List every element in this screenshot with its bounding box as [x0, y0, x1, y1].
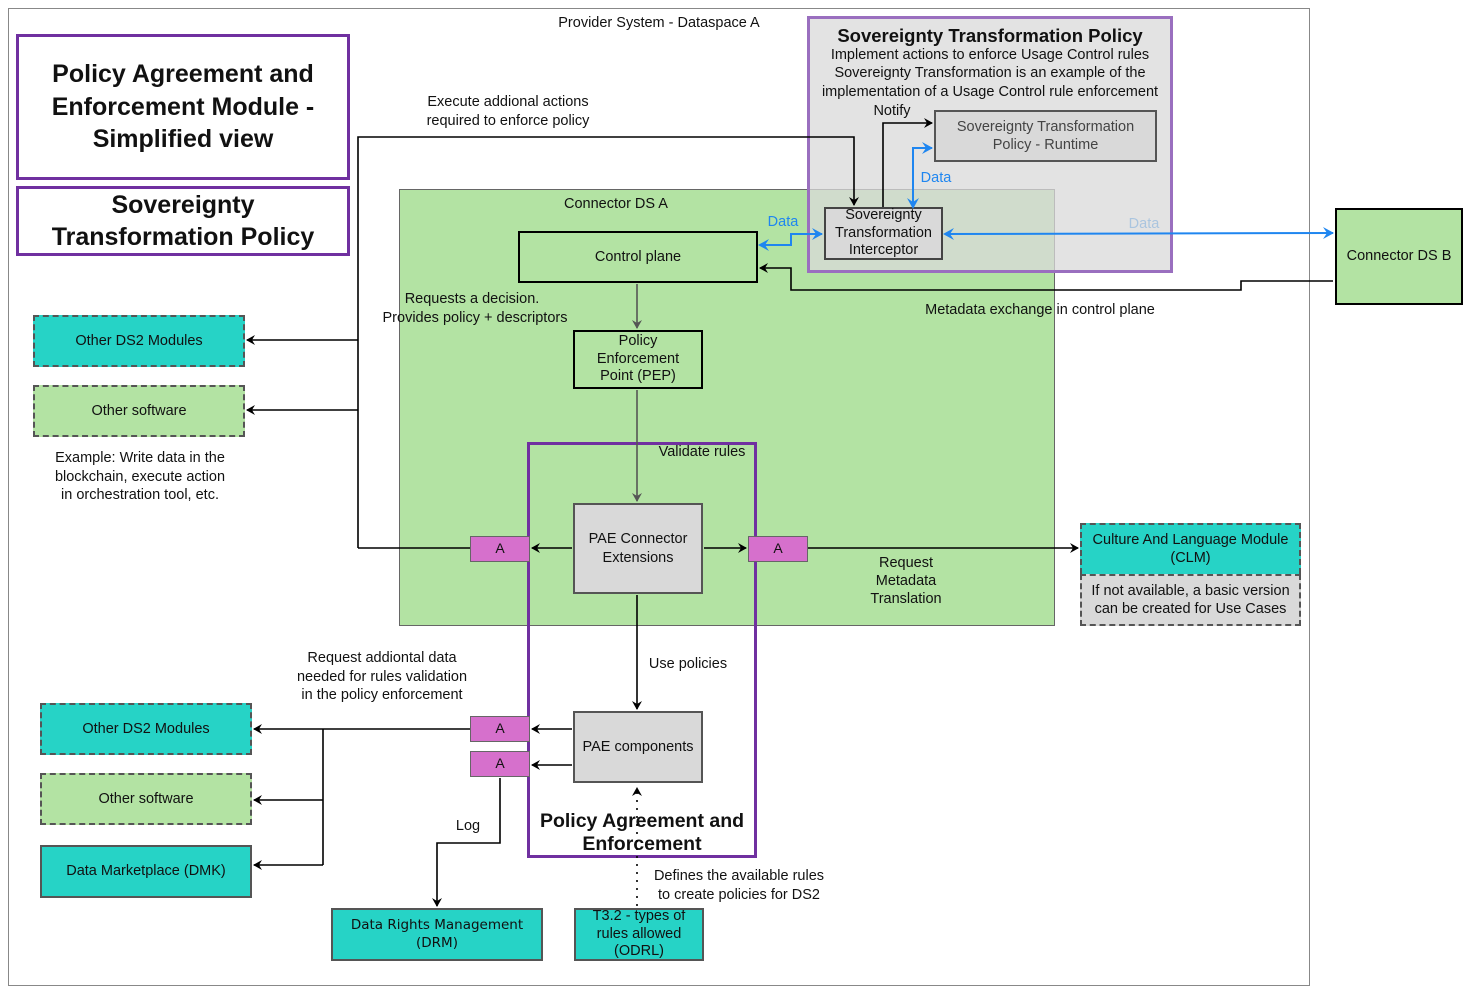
stp-desc-1: Implement actions to enforce Usage Contr…	[830, 47, 1150, 63]
example-line-2: blockchain, execute action	[54, 469, 226, 485]
pae-components-box[interactable]: PAE components	[573, 711, 703, 783]
adapter-label: A	[773, 540, 783, 557]
pep-box[interactable]: Policy Enforcement Point (PEP)	[573, 330, 703, 389]
notify-label: Notify	[873, 103, 911, 119]
adapter-label: A	[495, 720, 505, 737]
request-additional-line-3: in the policy enforcement	[301, 687, 463, 703]
drm-label: Data Rights Management (DRM)	[350, 916, 524, 951]
adapter-label: A	[495, 755, 505, 772]
request-translation-line-2: Metadata	[875, 573, 937, 589]
stp-interceptor-box[interactable]: Sovereignty Transformation Interceptor	[824, 207, 943, 260]
main-title-box: Policy Agreement and Enforcement Module …	[16, 34, 350, 180]
other-software-top-label: Other software	[91, 402, 187, 419]
pae-components-label: PAE components	[582, 738, 694, 755]
defines-rules-line-2: to create policies for DS2	[658, 887, 820, 903]
requests-decision-line-1: Requests a decision.	[404, 291, 540, 307]
adapter-right-ext[interactable]: A	[748, 536, 808, 562]
request-translation-line-3: Translation	[870, 591, 942, 607]
data-marketplace-box[interactable]: Data Marketplace (DMK)	[40, 845, 252, 898]
connector-a-title: Connector DS A	[564, 196, 668, 212]
stp-title: Sovereignty Transformation Policy	[837, 25, 1143, 46]
metadata-exchange-label: Metadata exchange in control plane	[925, 302, 1155, 318]
pae-group	[527, 442, 757, 858]
adapter-log[interactable]: A	[470, 751, 530, 777]
stp-runtime-label: Sovereignty Transformation Policy - Runt…	[956, 118, 1135, 153]
other-software-bottom[interactable]: Other software	[40, 773, 252, 825]
drm-box[interactable]: Data Rights Management (DRM)	[331, 908, 543, 961]
clm-label: Culture And Language Module (CLM)	[1092, 532, 1289, 566]
control-plane-box[interactable]: Control plane	[518, 231, 758, 283]
example-line-1: Example: Write data in the	[55, 450, 225, 466]
pae-group-title-text: Policy Agreement and Enforcement	[539, 810, 745, 855]
stp-interceptor-label: Sovereignty Transformation Interceptor	[835, 207, 932, 259]
stp-desc-3: implementation of a Usage Control rule e…	[821, 84, 1159, 100]
other-ds2-modules-top-label: Other DS2 Modules	[75, 332, 203, 349]
pae-group-title: Policy Agreement and Enforcement	[530, 810, 754, 856]
control-plane-data-label: Data	[767, 214, 799, 230]
example-line-3: in orchestration tool, etc.	[61, 487, 219, 503]
odrl-box[interactable]: T3.2 - types of rules allowed (ODRL)	[574, 908, 704, 961]
connector-b-box[interactable]: Connector DS B	[1335, 208, 1463, 305]
sub-title: Sovereignty Transformation Policy	[51, 190, 315, 252]
request-translation-line-1: Request	[878, 555, 933, 571]
clm-note: If not available, a basic version can be…	[1091, 582, 1290, 617]
connector-b-label: Connector DS B	[1346, 248, 1452, 265]
clm-box[interactable]: Culture And Language Module (CLM)	[1080, 523, 1301, 574]
provider-system-title: Provider System - Dataspace A	[558, 15, 760, 31]
other-ds2-modules-bottom-label: Other DS2 Modules	[82, 720, 210, 737]
requests-decision-line-2: Provides policy + descriptors	[382, 310, 568, 326]
execute-actions-line-2: required to enforce policy	[426, 113, 590, 129]
data-marketplace-label: Data Marketplace (DMK)	[66, 863, 226, 880]
other-software-bottom-label: Other software	[98, 790, 194, 807]
request-additional-line-2: needed for rules validation	[296, 669, 468, 685]
stp-runtime-box[interactable]: Sovereignty Transformation Policy - Runt…	[934, 110, 1157, 162]
pep-label: Policy Enforcement Point (PEP)	[596, 333, 680, 385]
stp-desc-2: Sovereignty Transformation is an example…	[834, 65, 1146, 81]
request-additional-line-1: Request addiontal data	[307, 650, 457, 666]
log-label: Log	[455, 818, 481, 834]
other-software-top[interactable]: Other software	[33, 385, 245, 437]
other-ds2-modules-top[interactable]: Other DS2 Modules	[33, 315, 245, 367]
odrl-label: T3.2 - types of rules allowed (ODRL)	[592, 908, 686, 960]
control-plane-label: Control plane	[594, 248, 682, 265]
execute-actions-line-1: Execute addional actions	[427, 94, 589, 110]
main-title: Policy Agreement and Enforcement Module …	[51, 60, 315, 154]
stp-data-label: Data	[920, 170, 952, 186]
other-ds2-modules-bottom[interactable]: Other DS2 Modules	[40, 703, 252, 755]
adapter-modules[interactable]: A	[470, 716, 530, 742]
adapter-left-ext[interactable]: A	[470, 536, 530, 562]
sub-title-box: Sovereignty Transformation Policy	[16, 186, 350, 256]
adapter-label: A	[495, 540, 505, 557]
provider-system-frame	[8, 8, 1310, 986]
use-policies-label: Use policies	[648, 656, 728, 672]
defines-rules-line-1: Defines the available rules	[653, 868, 825, 884]
clm-note-box: If not available, a basic version can be…	[1080, 574, 1301, 626]
